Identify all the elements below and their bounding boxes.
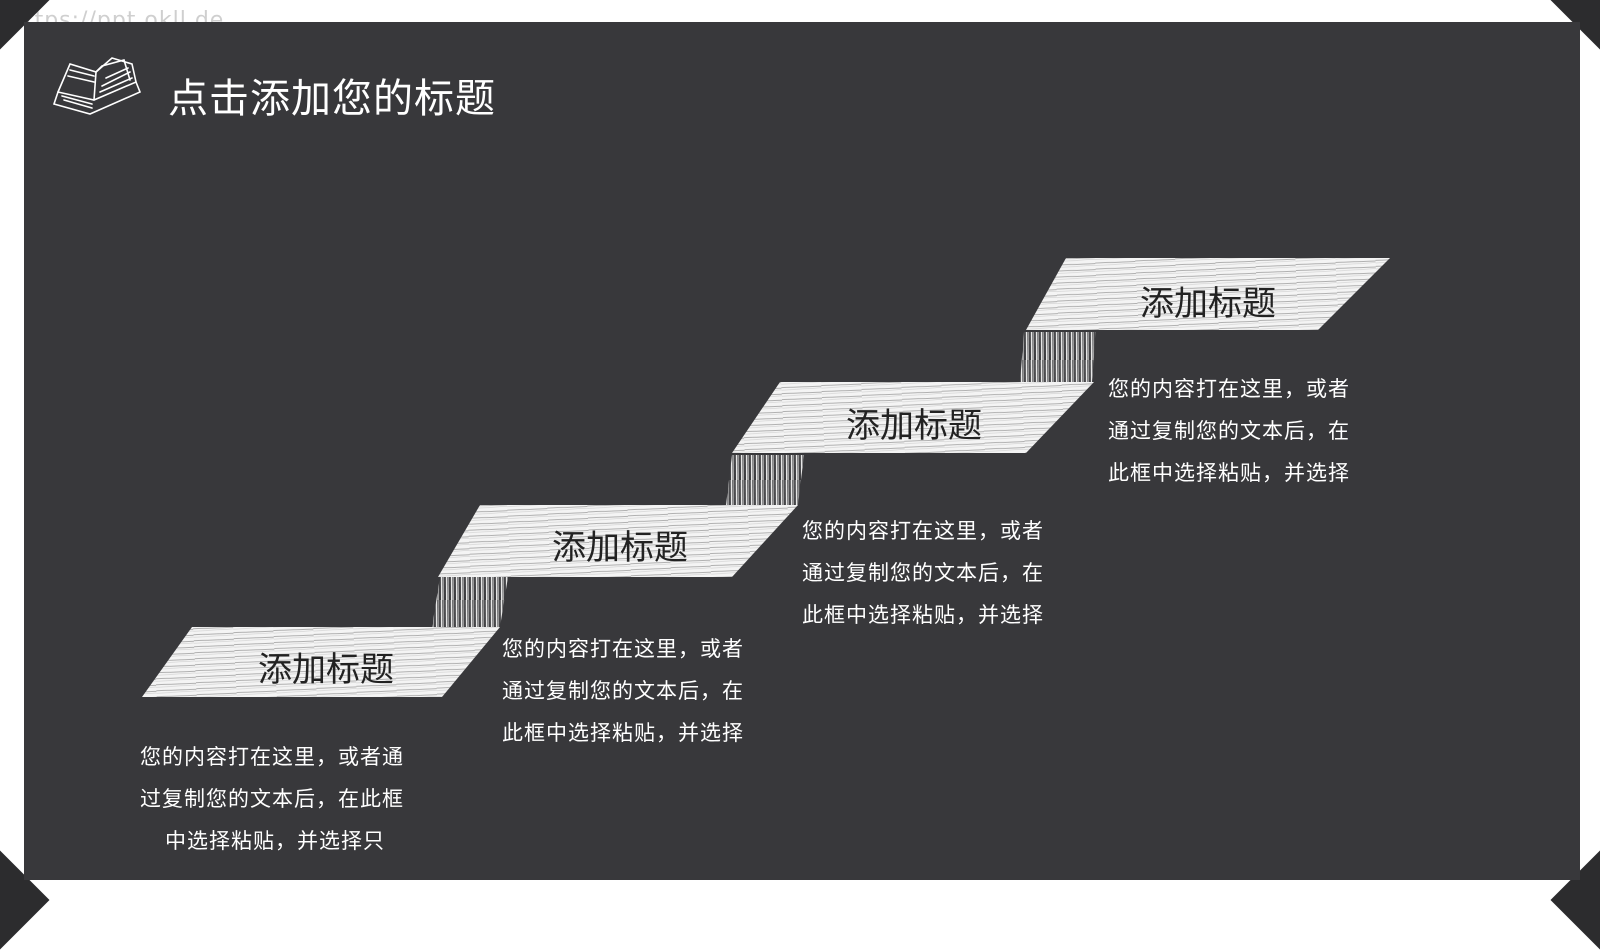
step-4-description[interactable]: 您的内容打在这里，或者 通过复制您的文本后，在 此框中选择粘贴，并选择 — [1108, 368, 1398, 494]
step-4-title[interactable]: 添加标题 — [1140, 284, 1276, 324]
staircase-diagram — [142, 258, 1390, 697]
description-line: 此框中选择粘贴，并选择 — [502, 721, 744, 745]
description-line: 您的内容打在这里，或者 — [502, 637, 744, 661]
step-3-title[interactable]: 添加标题 — [846, 406, 982, 446]
description-line: 通过复制您的文本后，在 — [502, 679, 744, 703]
description-line: 此框中选择粘贴，并选择 — [1108, 461, 1350, 485]
step-3-description[interactable]: 您的内容打在这里，或者 通过复制您的文本后，在 此框中选择粘贴，并选择 — [802, 510, 1092, 636]
open-book-icon — [52, 57, 142, 115]
step-4-plank — [1026, 258, 1390, 330]
description-line: 此框中选择粘贴，并选择 — [802, 603, 1044, 627]
step-1-riser — [432, 577, 508, 627]
step-2-description[interactable]: 您的内容打在这里，或者 通过复制您的文本后，在 此框中选择粘贴，并选择 — [502, 628, 792, 754]
description-line: 通过复制您的文本后，在 — [1108, 419, 1350, 443]
description-line: 中选择粘贴，并选择只 — [165, 829, 385, 853]
description-line: 您的内容打在这里，或者 — [802, 519, 1044, 543]
step-2-riser — [726, 455, 804, 505]
step-3-plank — [732, 382, 1094, 453]
slide-title[interactable]: 点击添加您的标题 — [168, 76, 496, 122]
description-line: 您的内容打在这里，或者通 — [140, 745, 404, 769]
step-1-description[interactable]: 您的内容打在这里，或者通 过复制您的文本后，在此框 中选择粘贴，并选择只 — [140, 736, 430, 862]
step-2-plank — [438, 505, 798, 577]
description-line: 您的内容打在这里，或者 — [1108, 377, 1350, 401]
step-2-title[interactable]: 添加标题 — [552, 528, 688, 568]
description-line: 通过复制您的文本后，在 — [802, 561, 1044, 585]
description-line: 过复制您的文本后，在此框 — [140, 787, 404, 811]
step-3-riser — [1020, 332, 1096, 382]
step-1-title[interactable]: 添加标题 — [258, 650, 394, 690]
step-1-plank — [142, 627, 500, 697]
